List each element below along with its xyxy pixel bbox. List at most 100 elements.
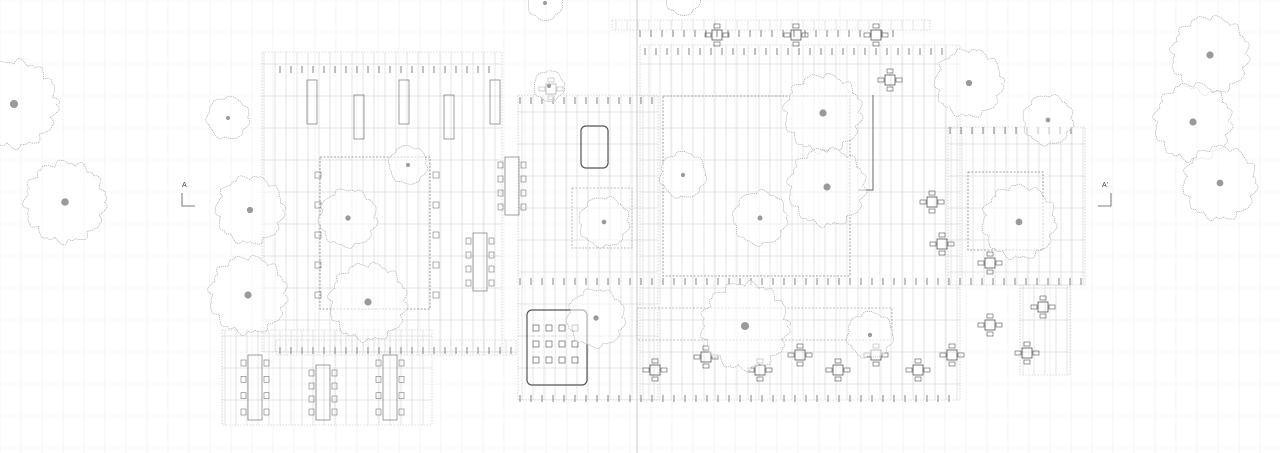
chair — [905, 367, 913, 373]
chair — [240, 408, 247, 416]
chair — [331, 369, 338, 377]
tree-trunk — [680, 172, 686, 178]
tree — [1182, 144, 1259, 221]
tree — [658, 151, 708, 199]
section-label-a: A — [182, 182, 187, 189]
chair — [805, 352, 813, 358]
chair — [877, 77, 885, 83]
tree — [786, 146, 868, 228]
tree — [533, 70, 566, 102]
chair — [263, 359, 270, 367]
cafe-table — [936, 238, 948, 250]
tree-trunk — [965, 79, 973, 87]
tree — [578, 196, 631, 249]
cafe-table — [984, 257, 996, 269]
chair — [651, 376, 659, 382]
tree — [527, 0, 564, 21]
trees — [0, 0, 1259, 373]
bench — [306, 79, 318, 125]
bench — [398, 79, 410, 125]
play-block — [558, 340, 566, 348]
tree-trunk — [819, 109, 827, 117]
chair — [331, 395, 338, 403]
chair — [713, 23, 721, 29]
tree-trunk — [226, 116, 230, 120]
cafe-table — [832, 364, 844, 376]
chair — [1023, 359, 1031, 365]
play-block — [558, 324, 566, 332]
chair — [240, 376, 247, 383]
chair — [263, 392, 270, 399]
cafe-table — [912, 364, 924, 376]
tree-trunk — [244, 291, 252, 299]
chair — [432, 201, 440, 209]
chair — [792, 23, 800, 29]
chair — [937, 199, 945, 205]
chair — [375, 376, 382, 383]
chair — [308, 408, 315, 416]
play-block — [571, 340, 579, 348]
section-marker-left — [181, 193, 195, 207]
chair — [432, 171, 440, 179]
tree-trunk — [593, 315, 599, 321]
tree-trunk — [61, 198, 69, 206]
kiosk — [580, 125, 609, 169]
tree-canopy — [665, 0, 701, 16]
tree — [21, 159, 108, 246]
chair — [497, 161, 504, 169]
play-block — [545, 324, 553, 332]
pavilion-outline — [571, 187, 633, 249]
tree — [699, 280, 791, 373]
tree-canopy — [527, 0, 564, 21]
bench — [489, 79, 501, 125]
chair — [977, 260, 985, 266]
chair — [488, 279, 495, 287]
chair — [308, 395, 315, 403]
chair — [834, 376, 842, 382]
tree-trunk — [1189, 118, 1197, 126]
cafe-table — [649, 364, 661, 376]
play-block — [545, 356, 553, 364]
tree — [665, 0, 701, 16]
chair — [642, 367, 650, 373]
cafe-table — [790, 29, 802, 41]
chair — [948, 361, 956, 367]
chair — [263, 376, 270, 383]
chair — [488, 251, 495, 259]
chair — [465, 251, 472, 259]
chair — [938, 250, 946, 256]
chair — [939, 352, 947, 358]
tree-trunk — [601, 219, 607, 225]
tree-trunk — [1045, 117, 1051, 123]
chair — [1023, 341, 1031, 347]
chair — [308, 369, 315, 377]
tree-trunk — [9, 99, 19, 109]
tree — [327, 261, 409, 343]
chair — [995, 260, 1003, 266]
chair — [1032, 350, 1040, 356]
tree — [1022, 94, 1075, 147]
chair — [872, 23, 880, 29]
tree — [207, 254, 289, 336]
section-label-a-prime: A' — [1102, 182, 1109, 189]
paving-zone — [1019, 284, 1071, 376]
dining-table — [315, 364, 331, 421]
chair — [488, 265, 495, 273]
chair — [872, 361, 880, 367]
cafe-table — [946, 349, 958, 361]
chair — [986, 251, 994, 257]
chair — [1014, 350, 1022, 356]
chair — [1048, 304, 1056, 310]
play-block — [532, 324, 540, 332]
chair — [465, 265, 472, 273]
chair — [432, 291, 440, 299]
chair — [895, 77, 903, 83]
tree-trunk — [823, 183, 831, 191]
play-block — [545, 340, 553, 348]
chair — [886, 86, 894, 92]
cafe-table — [884, 74, 896, 86]
chair — [919, 199, 927, 205]
tree-trunk — [1015, 218, 1023, 226]
chair — [520, 175, 527, 183]
chair — [923, 367, 931, 373]
